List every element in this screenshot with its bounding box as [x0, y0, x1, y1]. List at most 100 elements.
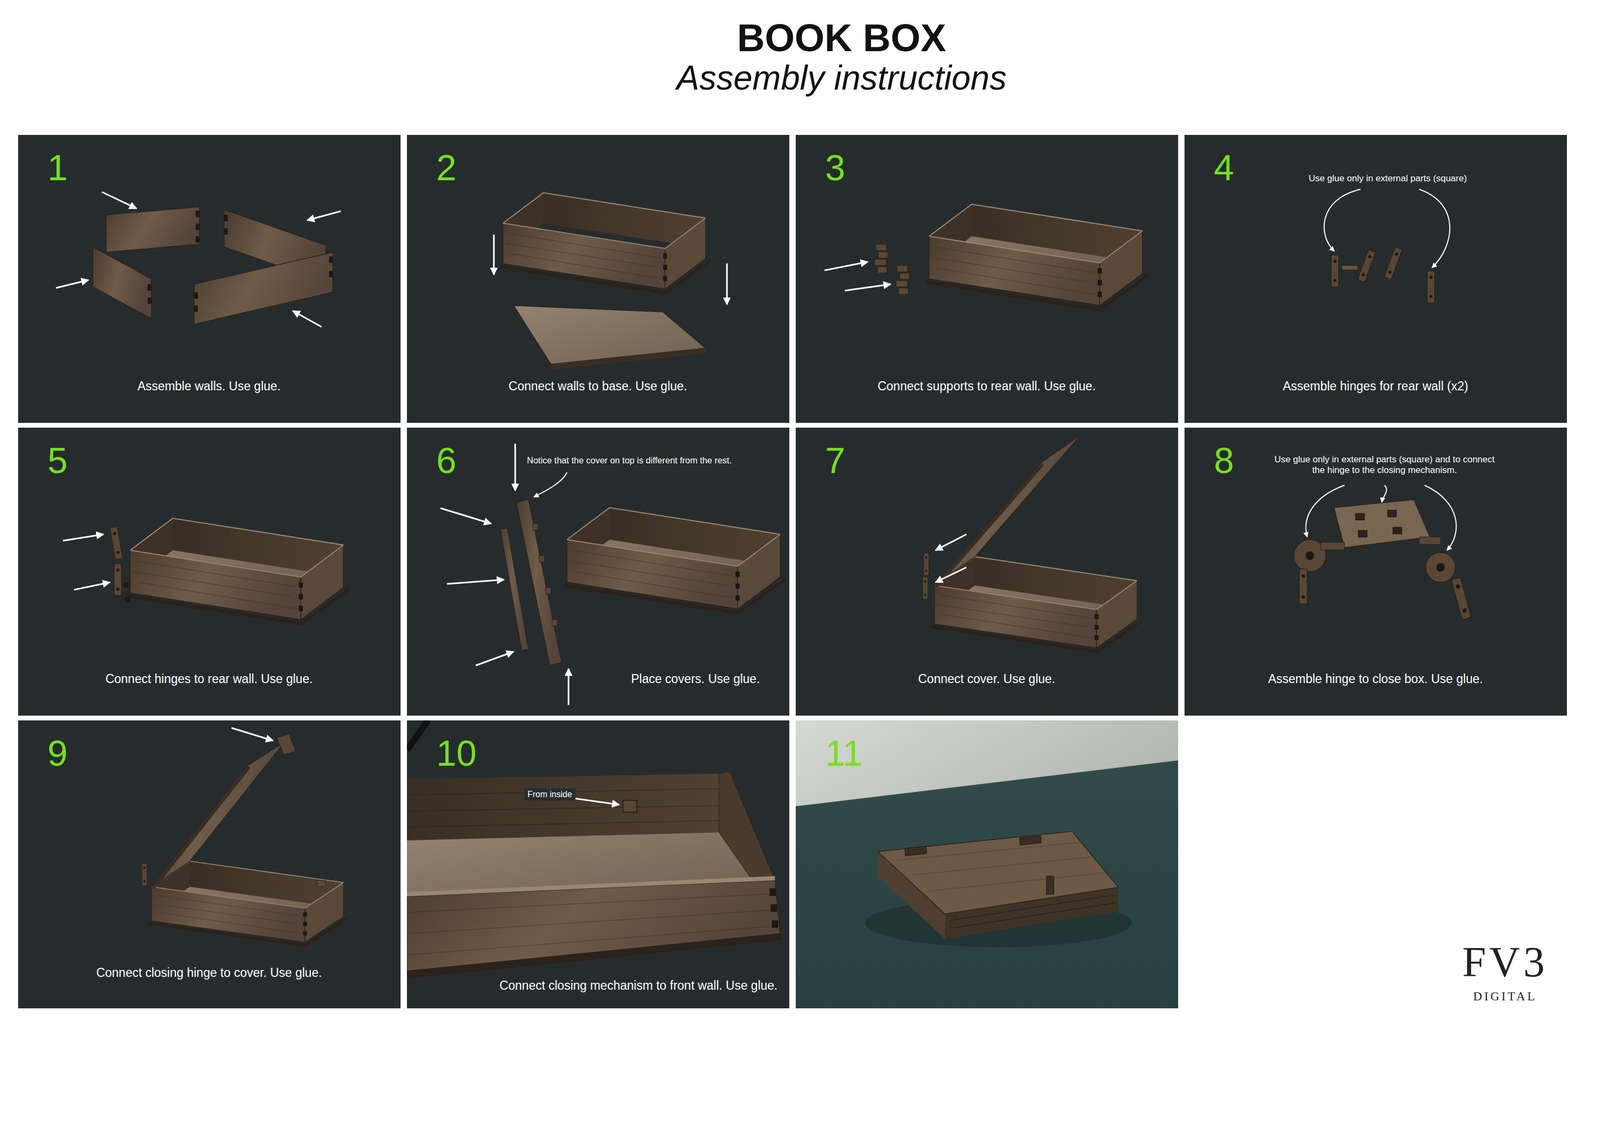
- arrow-part: [440, 508, 492, 524]
- note-text: Use glue only in external parts (square)…: [1267, 454, 1502, 476]
- front-wall-illustration-part-part: [769, 888, 779, 928]
- leader-line-part: [1381, 485, 1387, 503]
- logo-text: DIGITAL: [1473, 989, 1537, 1004]
- closing-hinge-illustration-part: [1305, 551, 1315, 560]
- front-wall-illustration-part-part: [622, 800, 637, 813]
- base-illustration: [493, 193, 727, 371]
- panel-background-part: [795, 427, 1179, 716]
- closing-hinge-illustration-part: [1299, 569, 1308, 605]
- arrow-part: [475, 651, 514, 666]
- step-number: 5: [47, 439, 68, 482]
- panel-background-part: [406, 427, 790, 716]
- step-caption: Assemble hinges for rear wall (x2): [1282, 379, 1469, 394]
- panel-background-part: [1184, 427, 1567, 716]
- closing-hinge-illustration-part: [1451, 577, 1472, 620]
- arrow-part: [568, 668, 570, 706]
- subtitle: Assembly instructions: [676, 58, 1007, 99]
- finished-box-scene-part-part: [1046, 876, 1054, 895]
- hinges-illustration-part: [123, 582, 131, 603]
- note-text: Notice that the cover on top is differen…: [526, 455, 732, 466]
- covers-illustration: [440, 443, 786, 706]
- step-number: 3: [825, 146, 846, 189]
- front-wall-illustration-part: [406, 720, 783, 979]
- finished-box-scene: [795, 720, 1179, 1009]
- finished-box-scene-part-part: [904, 846, 927, 856]
- step-caption: Assemble hinge to close box. Use glue.: [1268, 672, 1484, 686]
- hinge-parts-illustration-part: [1427, 270, 1435, 303]
- hinge-parts-illustration: [1324, 189, 1451, 303]
- arrow: [935, 534, 967, 583]
- step-number: 4: [1213, 146, 1235, 189]
- hinges-illustration-part: [109, 526, 123, 560]
- hinges-illustration-part: [126, 518, 349, 626]
- step-caption: Connect walls to base. Use glue.: [508, 379, 688, 394]
- arrow: [493, 234, 727, 305]
- closing-illustration-part: [316, 880, 326, 887]
- finished-box-scene-part: [877, 831, 1119, 915]
- cover-illustration-part: [931, 556, 1142, 654]
- step-number: 2: [436, 146, 457, 189]
- panel-background-part: [18, 134, 401, 423]
- panel-background-part: [406, 134, 790, 423]
- arrow-part: [935, 567, 967, 583]
- closing-hinge-illustration-part-part: [1392, 526, 1403, 535]
- hinge-parts-illustration-part: [1384, 246, 1403, 280]
- walls-illustration-part: [106, 206, 200, 253]
- covers-illustration-part: [500, 528, 529, 651]
- arrow: [824, 261, 891, 291]
- step-number: 9: [47, 732, 68, 774]
- panel-background-part: [18, 720, 401, 1009]
- front-wall-illustration-part-part: [406, 933, 783, 979]
- front-wall-illustration: [406, 720, 783, 979]
- step-panel: 1Assemble walls. Use glue.: [18, 134, 401, 423]
- hinges-illustration-part: [114, 563, 122, 596]
- step-number: 8: [1213, 439, 1235, 482]
- note-text: Use glue only in external parts (square): [1308, 173, 1468, 184]
- closing-illustration-part: [151, 765, 251, 890]
- covers-illustration-part: [516, 499, 562, 666]
- front-wall-illustration-part-part: [406, 720, 429, 750]
- step-panel: 2Connect walls to base. Use glue.: [406, 134, 790, 423]
- arrow-part: [824, 261, 868, 271]
- closing-illustration-part: [148, 861, 349, 948]
- arrow-part: [292, 310, 322, 327]
- arrow: [573, 798, 620, 805]
- closing-hinge-illustration-part: [1419, 537, 1441, 545]
- panel-background-part: [795, 134, 1179, 423]
- step-number: 1: [47, 146, 68, 189]
- closing-illustration: [141, 728, 349, 948]
- closing-hinge-illustration-part: [1425, 552, 1456, 583]
- supports-illustration-part: [925, 204, 1148, 312]
- arrow-part: [56, 280, 89, 288]
- supports-illustration-part: [874, 244, 910, 295]
- step-panel: 3Connect supports to rear wall. Use glue…: [795, 134, 1179, 423]
- arrow-part: [493, 234, 495, 275]
- supports-illustration: [824, 204, 1148, 312]
- cover-illustration: [922, 434, 1143, 654]
- step-number: 7: [825, 439, 846, 482]
- closing-hinge-illustration-part: [1355, 509, 1403, 538]
- base-illustration-part: [499, 193, 711, 295]
- hinge-parts-illustration-part: [1331, 254, 1339, 287]
- step-number: 6: [436, 439, 457, 482]
- supports-illustration-part-part: [875, 244, 887, 251]
- supports-illustration-part-part: [898, 288, 909, 295]
- walls-illustration: [56, 192, 341, 327]
- closing-hinge-illustration: [1293, 485, 1472, 620]
- panel-background: [18, 134, 1567, 1009]
- arrow-part: [74, 582, 110, 590]
- front-wall-illustration-part-part: [406, 773, 719, 841]
- closing-hinge-illustration-part-part: [1387, 509, 1397, 518]
- front-wall-illustration-part-part: [406, 788, 719, 828]
- note-text: From inside: [524, 788, 576, 801]
- step-panel: 9Connect closing hinge to cover. Use glu…: [18, 720, 401, 1009]
- leader-line: [1306, 485, 1457, 551]
- arrow: [62, 534, 110, 590]
- logo-mark: FV3: [1462, 937, 1548, 987]
- leader-line-part: [1419, 189, 1450, 268]
- arrow-part: [514, 443, 517, 491]
- step-caption: Connect closing hinge to cover. Use glue…: [96, 965, 322, 980]
- arrow-part: [935, 534, 967, 551]
